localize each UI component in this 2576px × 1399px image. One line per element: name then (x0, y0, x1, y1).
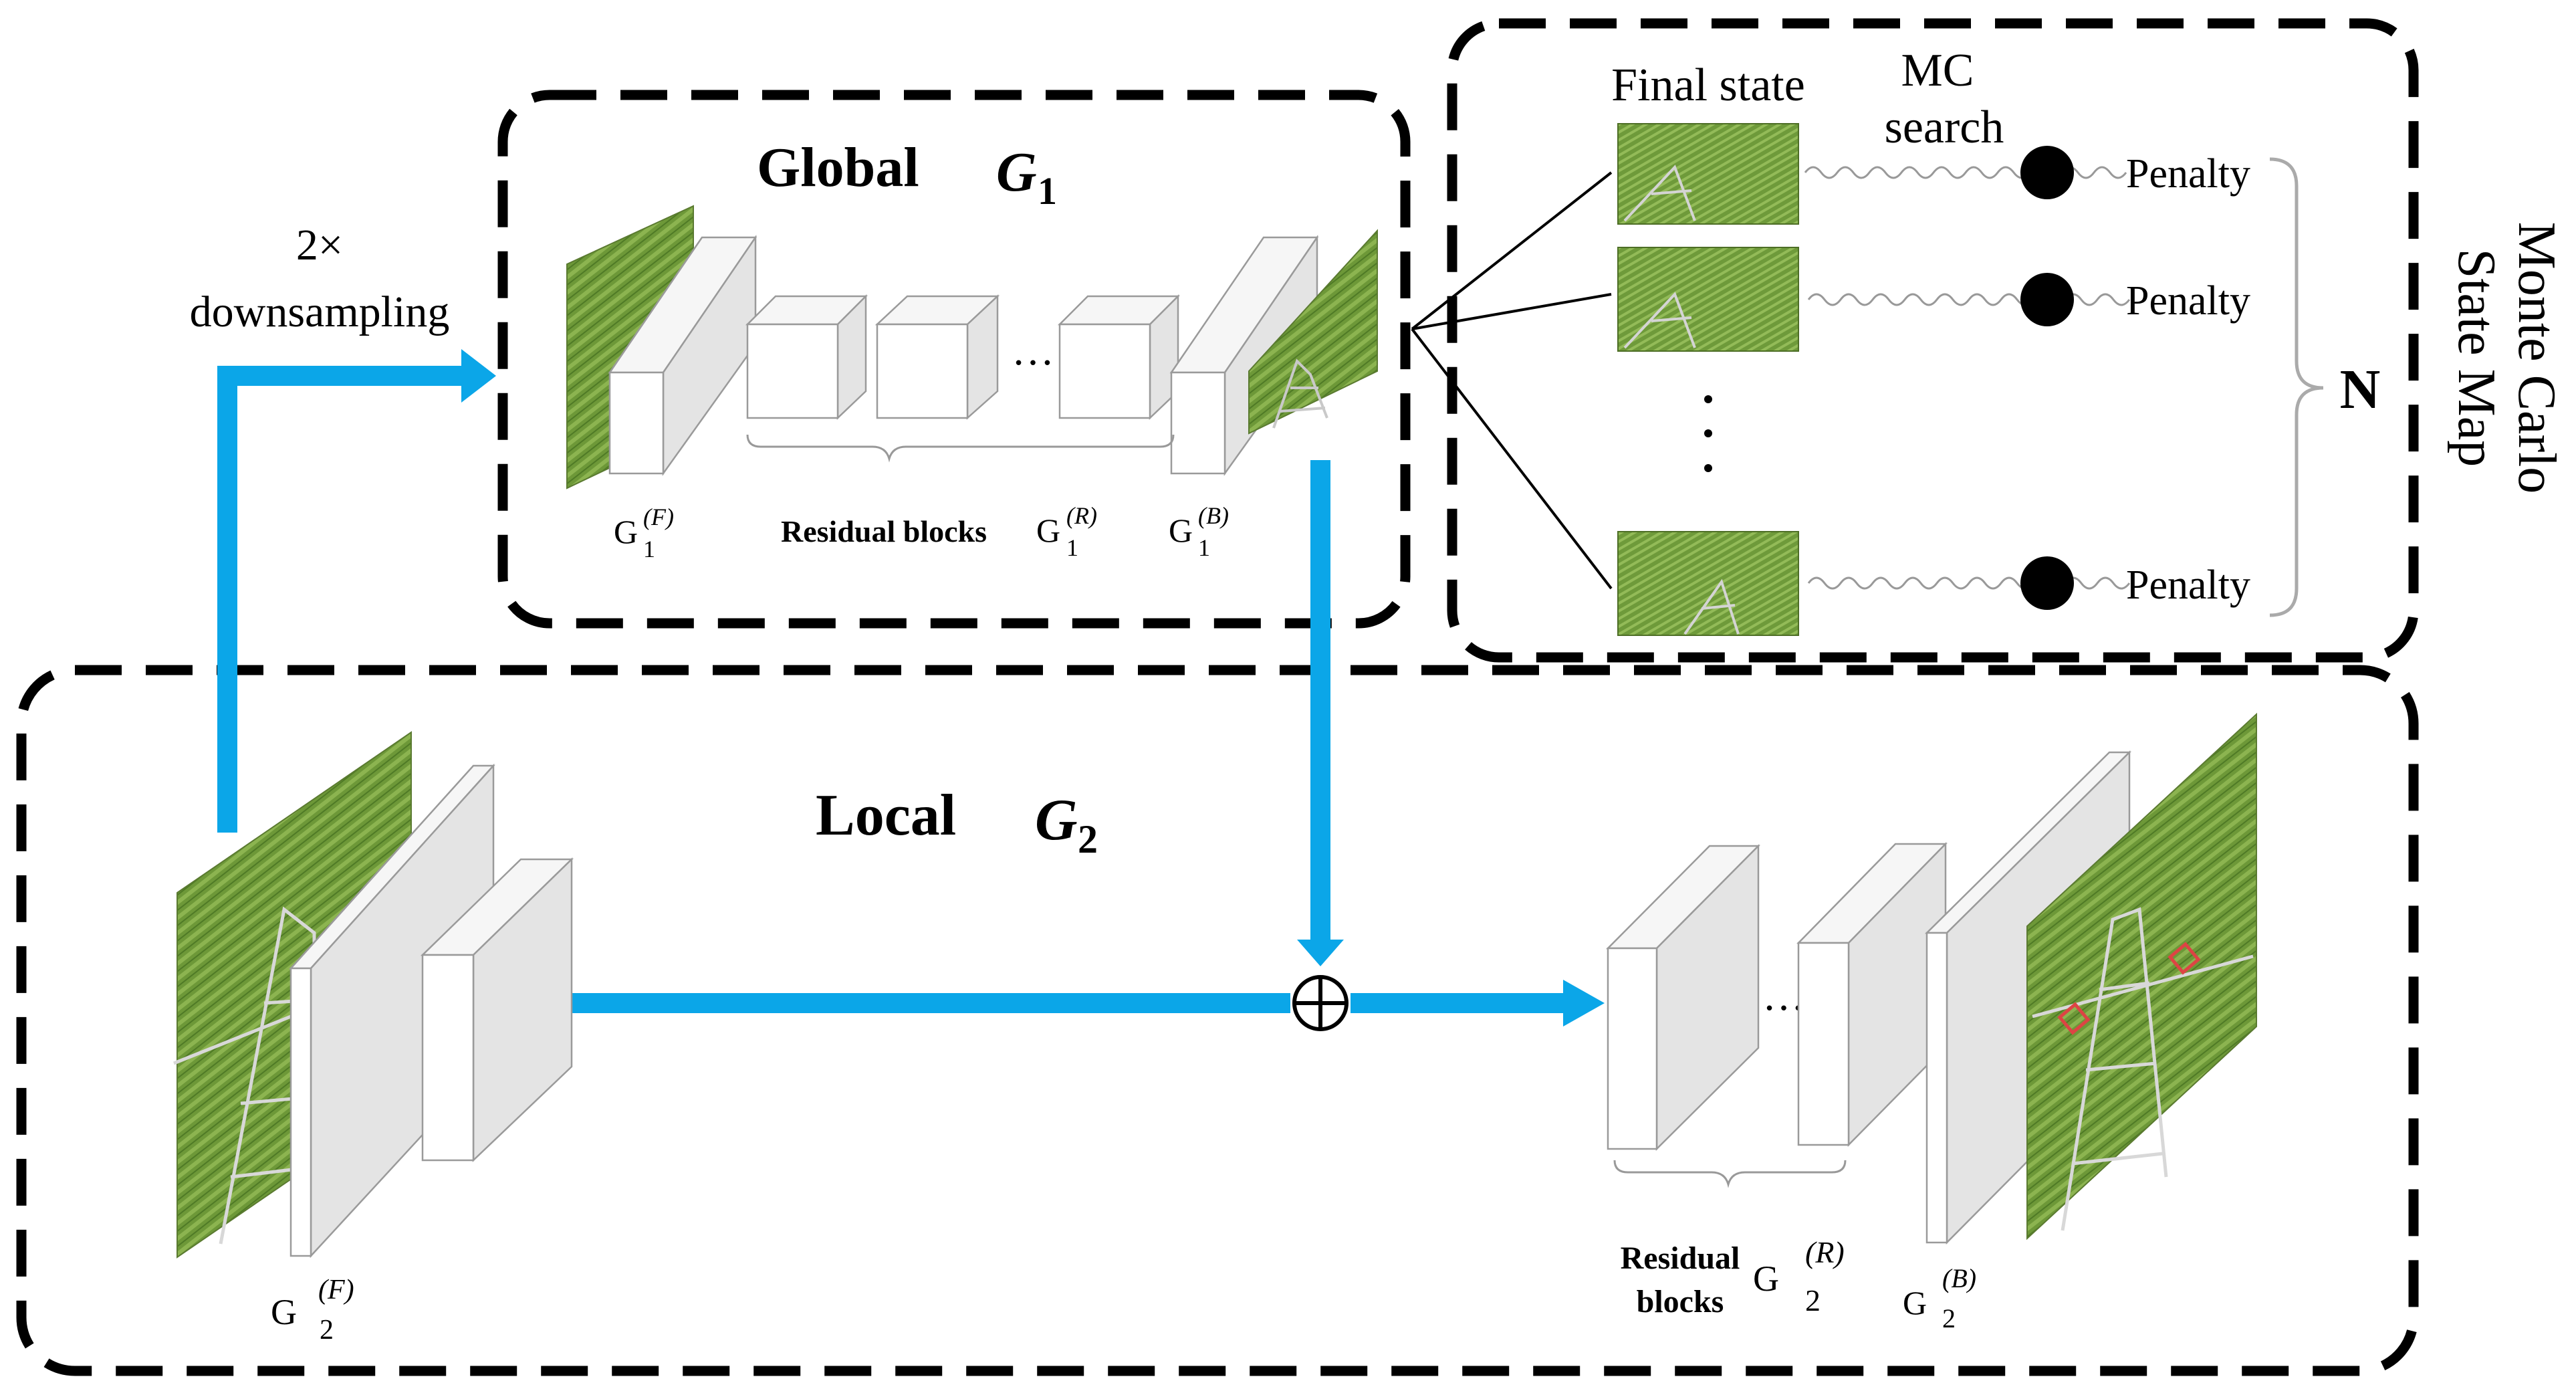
g1-res-label-sup: (R) (1066, 502, 1097, 529)
g2-back-label-base: G (1903, 1284, 1927, 1321)
g1-front-label-sup: (F) (643, 504, 674, 530)
monte-carlo-box (1447, 18, 2419, 663)
global-box (497, 90, 1411, 629)
g1-front-block (608, 371, 665, 475)
downsample-arrow (217, 366, 468, 833)
g2-residual-brace (1613, 1160, 1847, 1188)
mc-label-line2: search (1885, 102, 2004, 153)
g1-res-block-1 (746, 323, 839, 419)
local-output-tower (2032, 907, 2254, 1231)
penalty-node-2 (2020, 273, 2074, 326)
g1-res-label-base: G (1036, 512, 1060, 549)
downsampling-text: downsampling (190, 288, 450, 336)
mc-label-line1: MC (1901, 45, 1974, 96)
global-output-tower (1272, 358, 1328, 429)
g2-front-label-base: G (271, 1292, 297, 1332)
g1-residual-brace (746, 434, 1175, 463)
g2-back-block (1925, 932, 1948, 1244)
vertical-ellipsis-dot-3 (1704, 464, 1712, 472)
state-image-2-tower (1623, 292, 1696, 349)
state-image-1-tower (1623, 165, 1696, 222)
state-image-3 (1617, 531, 1799, 636)
g2-front-block (289, 967, 312, 1257)
penalty-label-3: Penalty (2126, 562, 2250, 608)
penalty-node-1 (2020, 146, 2074, 199)
mc-search-wave-1 (1804, 166, 2127, 179)
penalty-label-2: Penalty (2126, 278, 2250, 324)
state-image-3-tower (1683, 578, 1740, 635)
g2-front-label-sub: 2 (320, 1315, 334, 1346)
g1-back-label-sup: (B) (1198, 502, 1229, 529)
g1-res-block-2 (876, 323, 969, 419)
fan-line-1 (1411, 171, 1613, 330)
local-output-marker-2 (2168, 942, 2201, 975)
final-state-label: Final state (1611, 60, 1805, 111)
g1-res-label-sub: 1 (1066, 534, 1078, 561)
downsample-arrowhead (461, 349, 496, 403)
g2-front-label-sup: (F) (318, 1275, 354, 1305)
g2-res-block-2 (1797, 942, 1850, 1146)
g1-res-block-3 (1058, 323, 1151, 419)
fan-line-3 (1411, 328, 1613, 590)
g1-front-label-base: G (614, 513, 638, 550)
g2-res-block-1 (1607, 947, 1658, 1150)
side-title-line1: Monte Carlo (2507, 222, 2566, 494)
global-symbol: G (996, 141, 1037, 203)
local-output-marker-1 (2057, 1002, 2091, 1035)
mc-search-wave-3 (1807, 576, 2131, 590)
global-output-image (1248, 229, 1378, 435)
penalty-brace (2269, 157, 2324, 617)
g1-back-block (1170, 371, 1226, 475)
vertical-ellipsis-dot-2 (1704, 429, 1712, 437)
side-title-line2: State Map (2447, 249, 2506, 467)
local-title: Local (816, 783, 956, 848)
g2-residual-line1: Residual (1621, 1241, 1740, 1276)
penalty-label-1: Penalty (2126, 151, 2250, 197)
g2-front-block-2 (421, 954, 475, 1162)
downsampling-factor: 2× (296, 221, 343, 270)
local-input-tower (173, 906, 375, 1245)
fan-line-2 (1411, 293, 1612, 330)
global-subscript: 1 (1038, 169, 1057, 213)
global-to-local-arrowhead (1297, 940, 1344, 966)
g2-res-label-base: G (1753, 1259, 1779, 1299)
mc-search-wave-2 (1807, 293, 2131, 306)
local-output-image (2026, 712, 2257, 1241)
g1-back-label-base: G (1169, 512, 1193, 549)
g2-res-label-sub: 2 (1805, 1283, 1821, 1317)
count-label: N (2340, 358, 2381, 421)
state-image-1 (1617, 123, 1799, 225)
local-box (16, 665, 2419, 1376)
g1-front-label-sub: 1 (643, 536, 655, 562)
global-title: Global (757, 136, 919, 199)
local-symbol: G (1035, 788, 1078, 853)
g1-res-ellipsis: … (1012, 326, 1054, 374)
g2-residual-line2: blocks (1637, 1284, 1724, 1319)
g2-back-label-sup: (B) (1942, 1263, 1976, 1293)
local-subscript: 2 (1078, 817, 1098, 861)
g1-residual-text: Residual blocks (781, 514, 987, 548)
g2-res-label-sup: (R) (1805, 1235, 1845, 1269)
merged-feature-arrowhead (1563, 980, 1605, 1027)
g1-back-label-sub: 1 (1198, 534, 1210, 561)
vertical-ellipsis-dot-1 (1704, 395, 1712, 403)
penalty-node-3 (2020, 556, 2074, 610)
state-image-2 (1617, 247, 1799, 352)
g2-back-label-sub: 2 (1942, 1303, 1956, 1333)
